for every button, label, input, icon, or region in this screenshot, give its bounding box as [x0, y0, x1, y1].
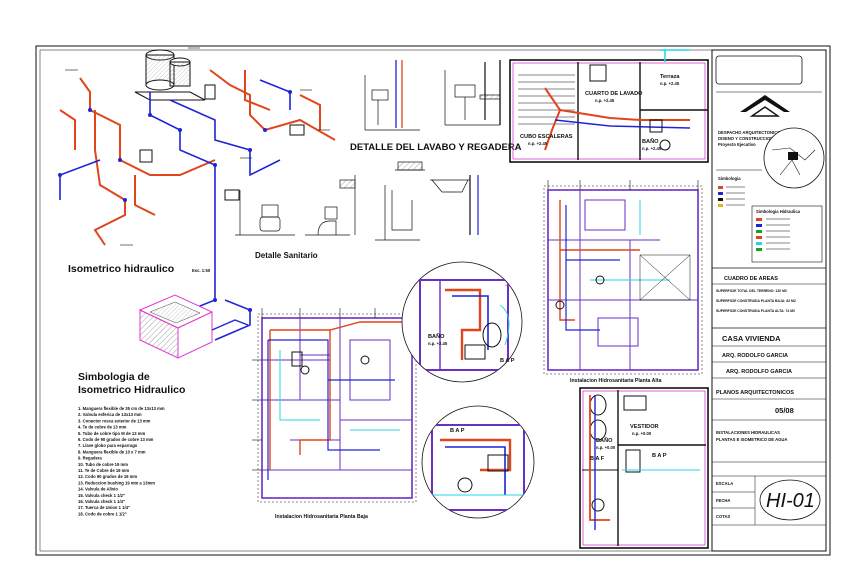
plan-planta-alta: [543, 180, 703, 375]
plan-planta-baja: [252, 308, 417, 503]
detalle-sanitario-title: Detalle Sanitario: [255, 251, 318, 260]
cuarto-lavado-label: CUARTO DE LAVADO: [585, 91, 643, 97]
tb-label-cota: COTAS: [716, 514, 731, 519]
water-heater-iso: [138, 294, 249, 359]
cuarto-lavado-level: n.p. +2.45: [595, 98, 615, 103]
title-block: DESPACHO ARQUITECTONICO DISENO Y CONSTRU…: [711, 49, 827, 552]
bap-label-1: B A P: [500, 358, 515, 364]
legend-item: 7. Llave globo para esparrago: [78, 443, 138, 448]
isometric-diagram: [58, 47, 336, 341]
bap-label-2: B A P: [450, 428, 465, 434]
tb-sheet-code: HI-01: [766, 490, 815, 512]
simbologia-title-1: Simbologia de: [78, 371, 150, 383]
legend-item: 2. Valvula esferica de 13x13 mm: [78, 412, 142, 417]
tb-label-escala: ESCALA: [716, 481, 733, 486]
plan-cuarto-lavado: CUARTO DE LAVADO n.p. +2.45 Terraza n.p.…: [509, 49, 709, 163]
detalle-lavabo-title: DETALLE DEL LAVABO Y REGADERA: [350, 142, 522, 153]
tb-area-3: SUPERFICIE CONSTRUIDA PLANTA ALTA: 74 M2: [716, 309, 795, 313]
simbologia-block: Simbologia de Isometrico Hidraulico 1. M…: [78, 371, 185, 516]
tb-area-1: SUPERFICIE TOTAL DEL TERRENO: 120 M2: [716, 289, 787, 293]
legend-item: 18. Codo de cobre 1 1/2": [78, 511, 127, 516]
tb-area-2: SUPERFICIE CONSTRUIDA PLANTA BAJA: 82 M2: [716, 299, 796, 303]
tb-simbologia-title: Simbologia Hidraulica: [756, 209, 801, 214]
legend-item: 3. Conector rosca exterior de 13 mm: [78, 418, 151, 423]
tb-architect-2: ARQ. RODOLFO GARCIA: [726, 369, 792, 375]
tb-desc-2: PLANTAS E ISOMETRICO DE AGUA: [716, 437, 787, 442]
tb-symbols-left: [718, 186, 745, 207]
firm-logo-icon: [716, 91, 822, 117]
legend-item: 6. Codo de 90 grados de cobre 13 mm: [78, 437, 154, 442]
tb-cuadro-areas: CUADRO DE AREAS: [724, 276, 778, 282]
cubo-level: n.p. +2.45: [528, 141, 548, 146]
bano-top-label: BAÑO: [642, 138, 659, 145]
lavabo-detail: [364, 60, 501, 131]
legend-item: 16. Valvula check 1 1/4": [78, 499, 125, 504]
plan-low-title: Instalacion Hidrosanitaria Planta Baja: [275, 514, 368, 520]
tb-plan-type: PLANOS ARQUITECTONICOS: [716, 390, 794, 396]
legend-item: 10. Tubo de cobre 19 mm: [78, 462, 128, 467]
vestidor-label: VESTIDOR: [630, 424, 659, 430]
legend-item: 17. Tuerca de Union 1 1/4": [78, 505, 130, 510]
tb-simbologia-title-2: Simbologia: [718, 176, 741, 181]
terraza-label: Terraza: [660, 74, 680, 80]
isometrico-scale: Esc. 1:50: [192, 268, 211, 273]
plan-bano-vestidor: VESTIDOR n.p. +0.00 BAÑO n.p. +0.00 B A …: [579, 387, 709, 549]
bap-label-3: B A P: [652, 453, 667, 459]
legend-item: 8. Manguera flexible de 10 x 7 mm: [78, 449, 146, 454]
legend-item: 15. Valvula check 1 1/2": [78, 493, 125, 498]
bano-mid-level: n.p. +2.45: [428, 341, 448, 346]
legend-item: 14. Valvula de Alivio: [78, 487, 118, 492]
legend-item: 5. Tubo de cobre tipo M de 13 mm: [78, 431, 145, 436]
legend-item: 9. Regadera: [78, 456, 102, 461]
plan-high-title: Instalacion Hidrosanitaria Planta Alta: [570, 378, 662, 384]
detail-circle-2: B A P: [421, 405, 535, 519]
tb-symbols-right: [756, 218, 790, 251]
legend-item: 11. Te de Cobre de 19 mm: [78, 468, 129, 473]
bano-low-level: n.p. +0.00: [596, 445, 616, 450]
tb-project: CASA VIVIENDA: [722, 334, 781, 343]
sheet-outer-border: [35, 45, 831, 556]
location-map: [763, 127, 825, 189]
detail-circle-1: BAÑO n.p. +2.45 B A P: [401, 261, 523, 383]
bano-mid-label: BAÑO: [428, 333, 445, 340]
simbologia-title-2: Isometrico Hidraulico: [78, 384, 185, 396]
tb-architect-1: ARQ. RODOLFO GARCIA: [722, 353, 788, 359]
isometrico-title: Isometrico hidraulico: [68, 263, 174, 275]
svg-text:DISENO Y CONSTRUCCION: DISENO Y CONSTRUCCION: [718, 136, 773, 141]
legend-item: 13. Reduccion bushing 19 mm a 13mm: [78, 480, 155, 485]
svg-text:Proyecto Ejecutivo: Proyecto Ejecutivo: [718, 142, 756, 147]
svg-text:DESPACHO ARQUITECTONICO: DESPACHO ARQUITECTONICO: [718, 130, 781, 135]
legend-item: 12. Codo 90 grados de 19 mm: [78, 474, 137, 479]
bano-top-level: n.p. +2.45: [642, 146, 662, 151]
legend-item: 4. Te de cobre de 13 mm: [78, 425, 127, 430]
tb-desc-1: INSTALACIONES HIDRAULICAS: [716, 430, 780, 435]
sanitario-detail: [235, 161, 479, 241]
cubo-escaleras-label: CUBO ESCALERAS: [520, 134, 573, 140]
legend-list: 1. Manguera flexible de 35 cm de 13x13 m…: [78, 406, 165, 516]
legend-item: 1. Manguera flexible de 35 cm de 13x13 m…: [78, 406, 165, 411]
bano-low-label: BAÑO: [596, 437, 613, 444]
terraza-level: n.p. +2.45: [660, 81, 680, 86]
baf-label: B A F: [590, 456, 605, 462]
tb-label-fecha: FECHA: [716, 498, 730, 503]
tb-sheet-no: 05/08: [775, 406, 794, 415]
firm-info: DESPACHO ARQUITECTONICO DISENO Y CONSTRU…: [718, 130, 781, 147]
water-tank: [134, 49, 206, 101]
vestidor-level: n.p. +0.00: [632, 431, 652, 436]
